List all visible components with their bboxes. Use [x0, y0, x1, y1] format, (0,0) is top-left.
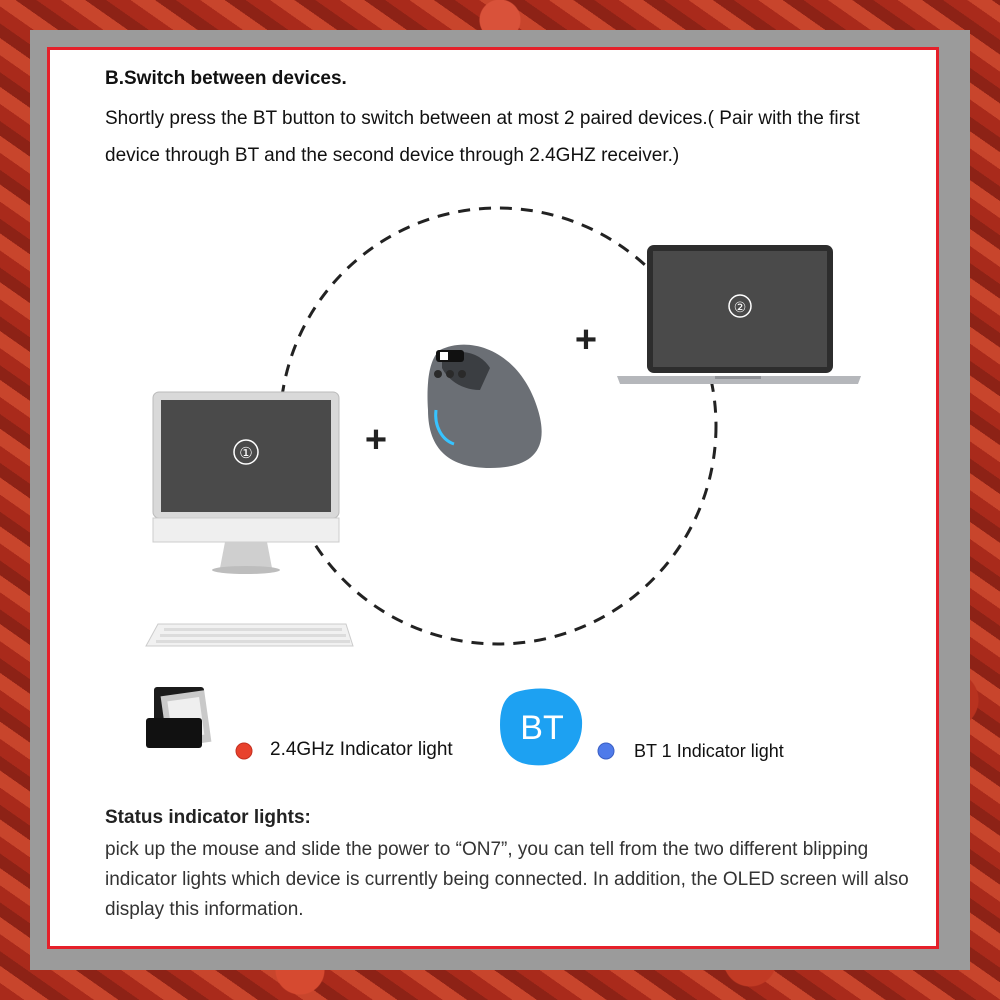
intro-text: Shortly press the BT button to switch be… — [105, 108, 860, 166]
laptop-icon — [617, 245, 861, 384]
device-switch-diagram: ① + + — [145, 206, 861, 766]
plus-sign-right: + — [575, 319, 597, 361]
desktop-number-label: ① — [239, 444, 252, 462]
status-description: pick up the mouse and slide the power to… — [105, 839, 909, 920]
bt-indicator-dot — [597, 742, 615, 760]
vertical-mouse-icon — [427, 344, 542, 468]
bluetooth-badge-icon — [500, 688, 583, 766]
usb-receiver-icon — [146, 687, 212, 748]
bt-badge-text: BT — [520, 709, 563, 747]
receiver-indicator-label: 2.4GHz Indicator light — [270, 739, 453, 760]
status-heading: Status indicator lights: — [105, 807, 311, 828]
content-panel: B.Switch between devices. Shortly press … — [47, 47, 939, 949]
bt-indicator-label: BT 1 Indicator light — [634, 741, 784, 761]
section-heading: B.Switch between devices. — [105, 68, 347, 89]
keyboard-icon — [145, 623, 354, 647]
desktop-computer-icon — [152, 391, 340, 574]
laptop-number-label: ② — [734, 300, 747, 316]
receiver-indicator-dot — [235, 742, 253, 760]
connection-circle — [278, 206, 718, 646]
plus-sign-left: + — [365, 419, 387, 461]
